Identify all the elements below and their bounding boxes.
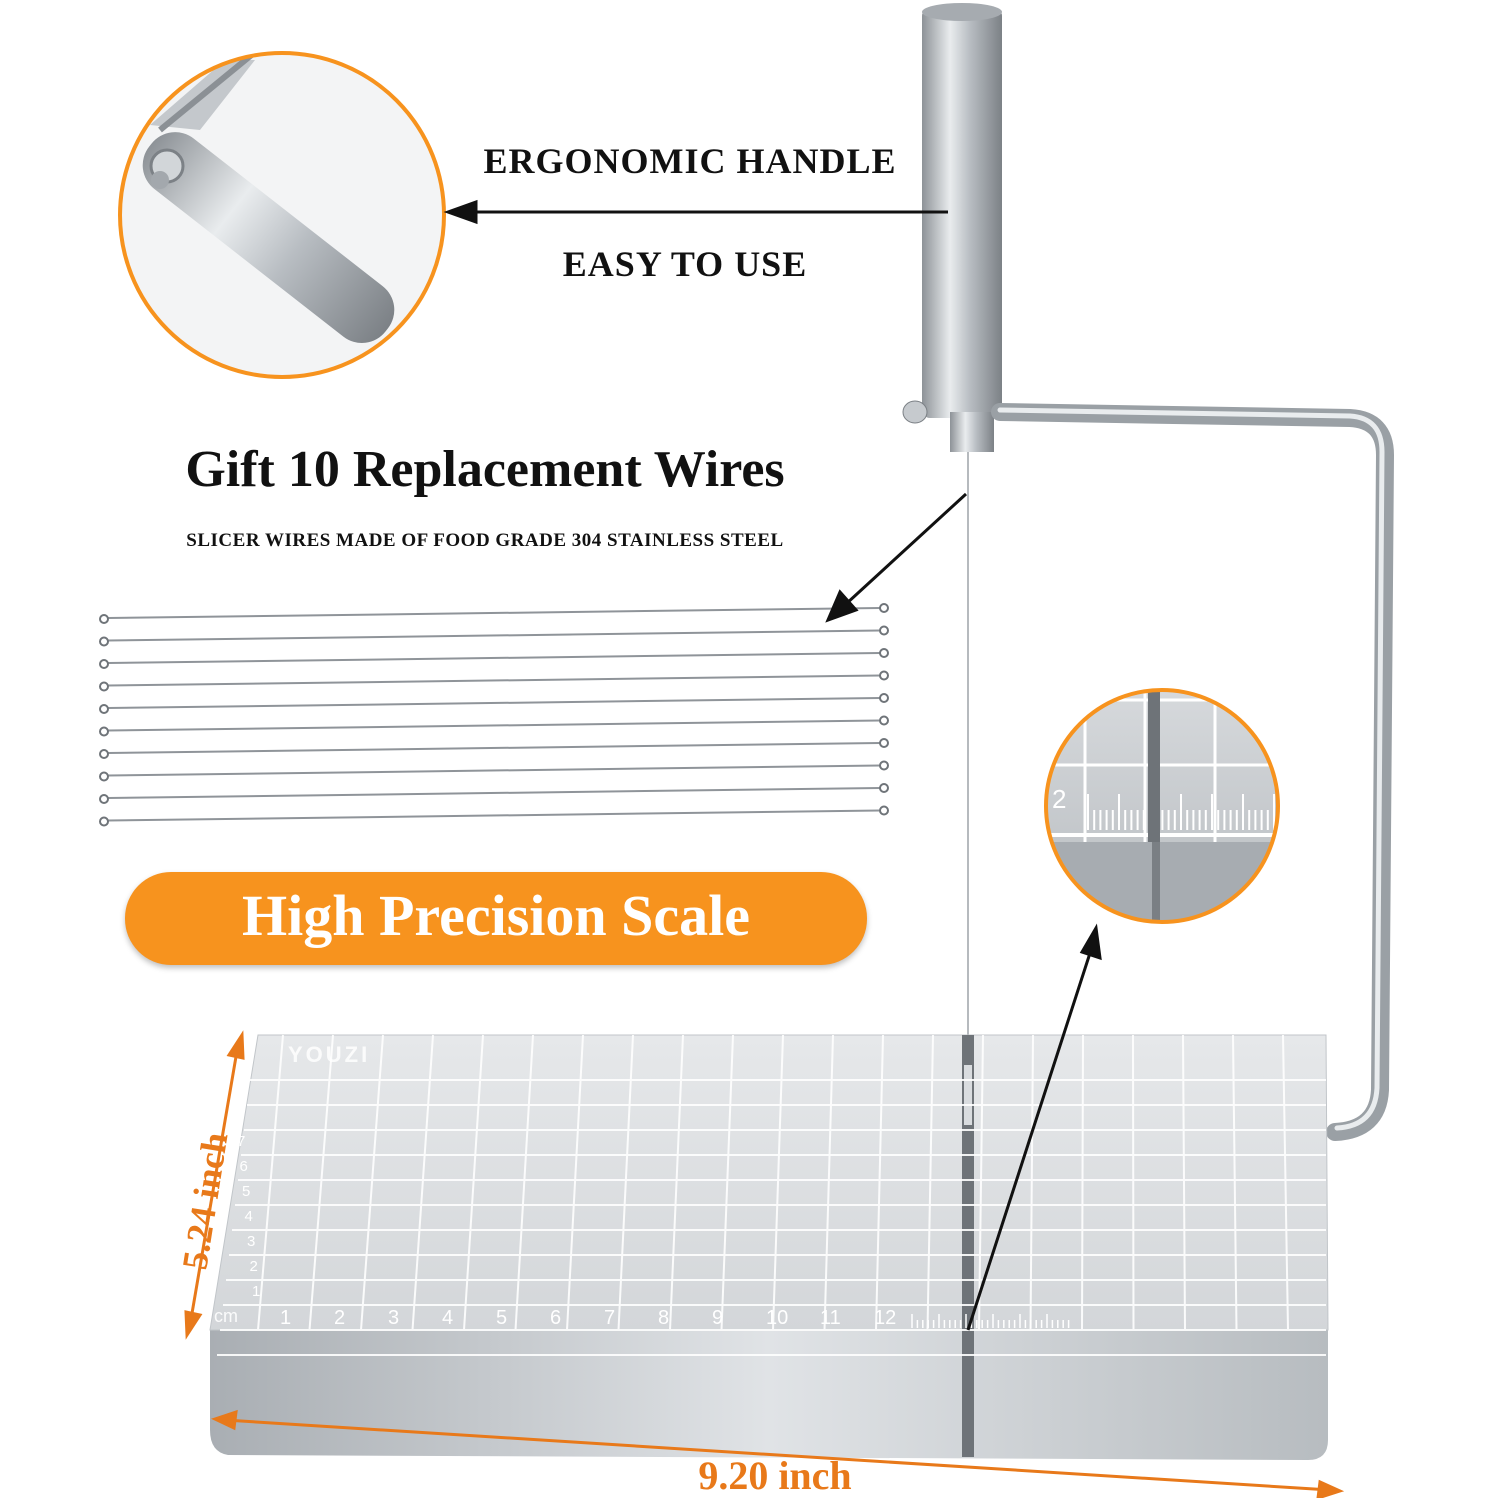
spare-wire	[99, 760, 889, 782]
board-slot	[962, 1035, 974, 1457]
handle-title: ERGONOMIC HANDLE	[483, 141, 897, 181]
spare-wire	[99, 625, 889, 647]
spare-wire	[99, 783, 889, 804]
handle-subtitle: EASY TO USE	[562, 244, 808, 284]
spare-wire	[99, 738, 889, 759]
spare-wire	[99, 693, 889, 714]
dimension-arrows	[184, 1030, 1345, 1498]
board-ruler-ticks	[911, 1314, 1070, 1328]
board-grid	[217, 1034, 1326, 1356]
spare-wire	[99, 648, 889, 669]
spare-wires	[99, 603, 889, 827]
spare-wire	[99, 715, 889, 737]
wires-title: Gift 10 Replacement Wires	[185, 441, 785, 498]
scale-banner-label: High Precision Scale	[241, 883, 750, 948]
handle	[902, 3, 1002, 452]
spare-wire	[99, 805, 889, 827]
scale-banner	[125, 872, 867, 965]
wires-subtitle: SLICER WIRES MADE OF FOOD GRADE 304 STAI…	[186, 530, 784, 551]
spare-wire	[99, 670, 889, 692]
handle-zoom-circle	[118, 51, 446, 379]
scale-zoom-circle	[1044, 688, 1280, 924]
width-dimension-label: 9.20 inch	[698, 1453, 852, 1498]
pointer-arrows	[443, 199, 1102, 1331]
board-front	[210, 1330, 1328, 1460]
spare-wire	[99, 603, 889, 624]
